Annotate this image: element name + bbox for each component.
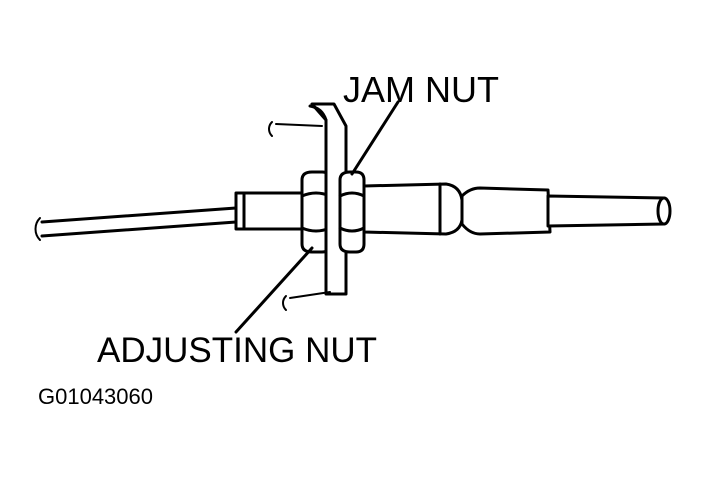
adjusting-nut-label: ADJUSTING NUT [97, 331, 377, 370]
jam-nut-leader-line [350, 100, 400, 176]
inner-cable-wire [34, 206, 238, 241]
jam-nut-label: JAM NUT [343, 69, 499, 110]
mounting-bracket [268, 102, 348, 311]
figure-id: G01043060 [38, 384, 153, 409]
adjusting-nut-leader-line [234, 246, 314, 334]
jam-nut [338, 170, 366, 254]
threaded-sleeve-right [362, 182, 464, 236]
cable-housing [460, 186, 672, 236]
threaded-sleeve-left [234, 191, 304, 231]
